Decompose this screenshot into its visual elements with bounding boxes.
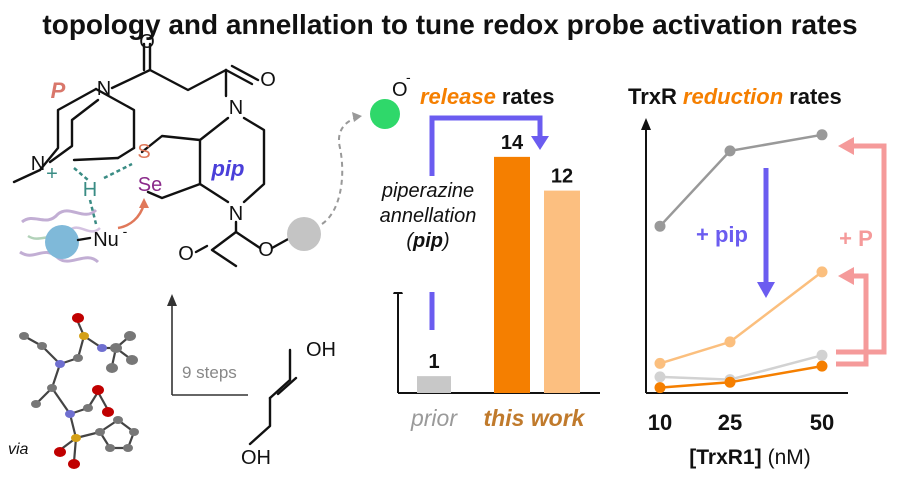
atom-H: H — [83, 179, 97, 201]
kinetics-x-tick-25: 25 — [718, 410, 742, 435]
atom-O-ester: O — [258, 239, 274, 261]
kinetics-x-tick-10: 10 — [648, 410, 672, 435]
pip-effect-label: + pip — [696, 222, 748, 247]
synthesis-arrow — [167, 294, 248, 396]
atom-O-right: O — [260, 69, 276, 91]
kinetics-point-s3-3 — [816, 349, 828, 361]
probe-structure: O O N N N N + H S Se Nu - O O P pip — [12, 31, 362, 268]
kinetics-point-s2-2 — [724, 336, 736, 348]
kinetics-title-plain: TrxR — [628, 84, 677, 109]
kinetics-x-ticks: 10 25 50 — [648, 410, 834, 435]
annotation-line-1: piperazine — [381, 180, 474, 202]
steps-label: 9 steps — [182, 363, 237, 382]
diol-OH-bottom: OH — [241, 447, 271, 469]
crystal-structure-ortep — [19, 313, 139, 469]
annotation-pip: pip — [412, 230, 443, 252]
kinetics-x-axis-label: [TrxR1] (nM) — [689, 446, 811, 469]
enzyme-ball-icon — [45, 225, 79, 259]
kinetics-point-s2-3 — [816, 266, 828, 278]
atom-O-carbonyl: O — [178, 243, 194, 265]
label-pip: pip — [211, 156, 245, 181]
kinetics-point-s2-1 — [654, 357, 666, 369]
anion-O-label: O — [392, 79, 408, 101]
kinetics-point-s1-1 — [654, 220, 666, 232]
kinetics-series-line-2 — [659, 270, 823, 365]
atom-N3: N — [229, 203, 243, 225]
x-axis-label-bold: [TrxR1] — [689, 446, 761, 469]
figure-title: topology and annellation to tune redox p… — [42, 9, 857, 40]
annotation-paren-close: ) — [441, 230, 450, 252]
kinetics-point-s4-2 — [724, 376, 736, 388]
kinetics-x-tick-50: 50 — [810, 410, 834, 435]
kinetics-point-s4-1 — [654, 382, 666, 394]
annotation-line-2: annellation — [380, 205, 477, 227]
atom-S: S — [137, 141, 150, 163]
kinetics-series — [654, 129, 828, 394]
kinetics-series-line-3 — [659, 354, 823, 381]
category-prior: prior — [410, 405, 458, 431]
annotation-paren-open: ( — [406, 230, 415, 252]
release-bar-value-2: 14 — [501, 132, 524, 154]
release-bar-3 — [544, 190, 580, 393]
pip-improvement-arrow-icon — [531, 136, 549, 150]
diol-OH-top: OH — [306, 339, 336, 361]
label-P: P — [51, 78, 66, 103]
category-this-work: this work — [484, 405, 586, 431]
kinetics-title-colored: reduction — [683, 84, 783, 109]
atom-N4: N — [31, 153, 45, 175]
release-bars: 1 14 12 — [417, 132, 580, 393]
p-effect-label: + P — [839, 226, 873, 251]
plus-charge: + — [46, 163, 58, 185]
release-title-plain: rates — [502, 84, 555, 109]
atom-N2: N — [229, 97, 243, 119]
atom-Nu: Nu — [93, 229, 119, 251]
kinetics-point-s4-3 — [816, 360, 828, 372]
pip-down-arrow-icon — [757, 282, 775, 298]
kinetics-series-line-1 — [659, 133, 823, 228]
release-bar-value-1: 1 — [428, 351, 439, 373]
via-label: via — [8, 441, 29, 458]
release-bar-value-3: 12 — [551, 166, 573, 188]
release-bar-1 — [417, 376, 451, 393]
kinetics-point-s3-1 — [654, 371, 666, 383]
kinetics-point-s1-3 — [816, 129, 828, 141]
p-lower-arrow-icon — [838, 267, 854, 285]
atom-N1: N — [97, 78, 111, 100]
fluorophore-ball-icon — [370, 99, 400, 129]
atom-O-top: O — [139, 31, 155, 53]
leaving-group-ball-icon — [287, 217, 321, 251]
p-upper-arrow-icon — [838, 137, 854, 155]
atom-Se: Se — [138, 174, 162, 196]
release-bar-2 — [494, 156, 530, 393]
annotation-line-3: (pip) — [406, 230, 449, 252]
anion-charge: - — [406, 69, 411, 85]
x-axis-label-unit: (nM) — [768, 446, 811, 469]
minus-charge: - — [123, 223, 128, 239]
kinetics-point-s1-2 — [724, 145, 736, 157]
kinetics-title-end: rates — [789, 84, 842, 109]
release-title-colored: release — [420, 84, 496, 109]
butenediol-structure — [248, 348, 298, 446]
